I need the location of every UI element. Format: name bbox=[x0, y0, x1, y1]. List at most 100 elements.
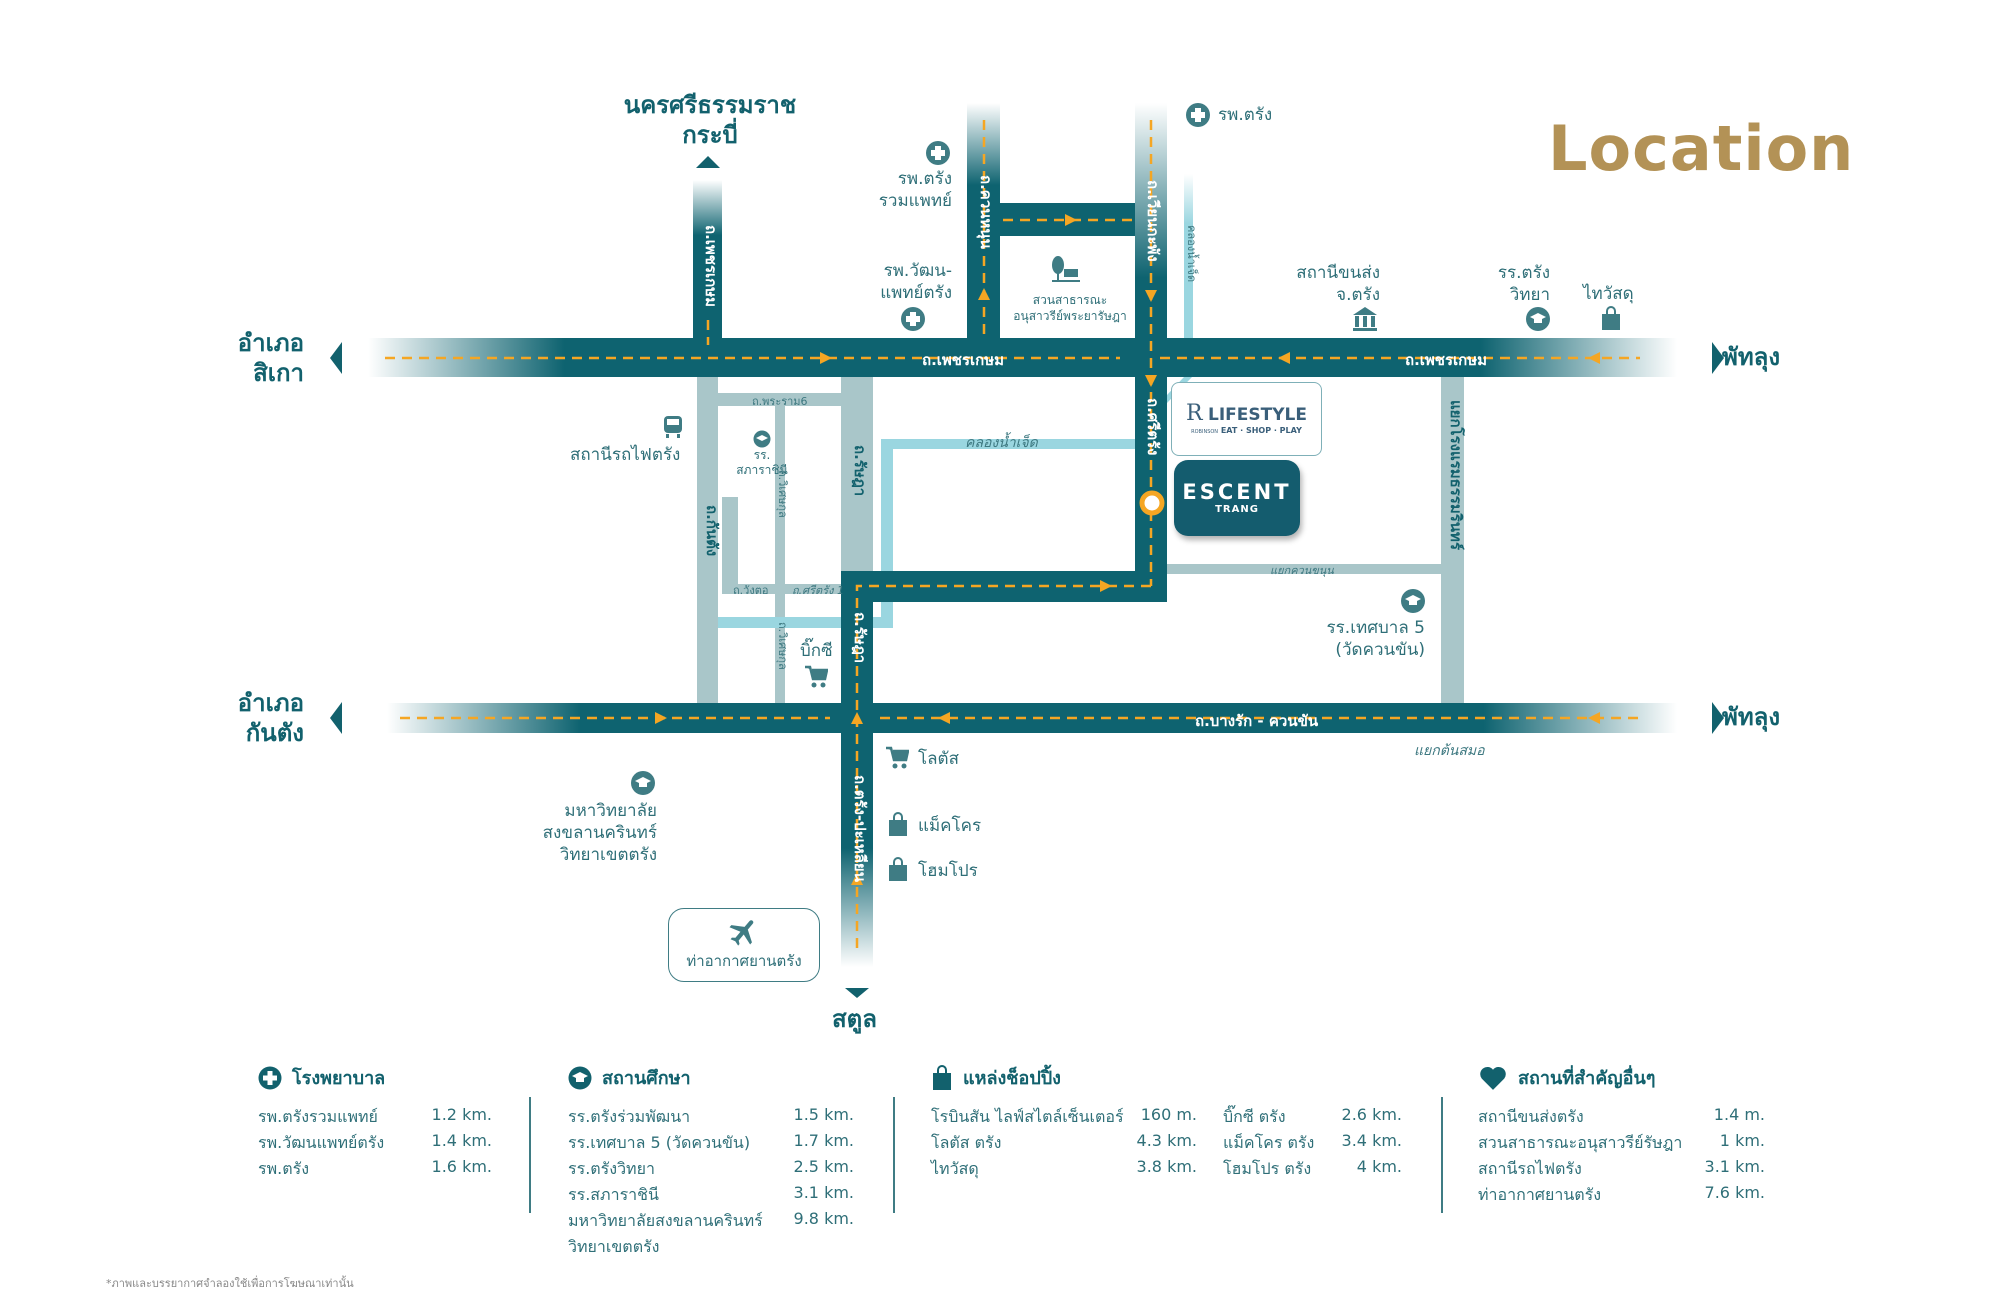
place-thaiwatsadu: ไทวัสดุ bbox=[1583, 284, 1634, 304]
minor-roads bbox=[697, 377, 1464, 703]
legend-shopping-header: แหล่งช็อปปิ้ง bbox=[931, 1063, 1061, 1092]
dest-south: สตูล bbox=[832, 1005, 877, 1033]
train-icon bbox=[664, 416, 682, 438]
robinson-lifestyle-badge: R LIFESTYLE ROBINSON EAT · SHOP · PLAY bbox=[1171, 382, 1322, 456]
hospital-icon bbox=[1186, 103, 1210, 127]
school-icon bbox=[631, 771, 655, 795]
place-hosp-ruam: รพ.ตรังรวมแพทย์ bbox=[860, 168, 952, 212]
road-label: แยกโรงแรมธรรมรินทร์ bbox=[1447, 400, 1465, 550]
legend-item-distance: 1.7 km. bbox=[793, 1131, 854, 1150]
road-label: ถ.เพชรเกษม bbox=[1405, 351, 1488, 369]
dest-east-bottom: พัทลุง bbox=[1722, 703, 1781, 731]
legend-item-distance: 3.4 km. bbox=[1341, 1131, 1402, 1150]
road-label: ถ.กันตัง bbox=[703, 505, 721, 557]
road-label: ถ.บางรัก - ควนขัน bbox=[1195, 712, 1319, 730]
project-city: TRANG bbox=[1215, 504, 1259, 515]
place-label: รวมแพทย์ bbox=[878, 191, 952, 211]
road-label: ถ.วิเศษกุล bbox=[776, 622, 789, 670]
place-label: รพ.ตรัง bbox=[897, 169, 952, 189]
place-sapharachini: รร.สภาราชินี bbox=[718, 448, 806, 478]
legend-item-name: ท่าอากาศยานตรัง bbox=[1478, 1185, 1602, 1204]
dest-north-line1: นครศรีธรรมราช bbox=[623, 91, 797, 119]
page-title: Location bbox=[1548, 112, 1855, 185]
dest-north-line2: กระบี่ bbox=[682, 121, 738, 149]
road-label: ถ.วิเศษกุล bbox=[776, 470, 789, 518]
legend-item-name: รร.สภาราชินี bbox=[568, 1185, 659, 1204]
place-label: สวนสาธารณะ bbox=[1032, 293, 1108, 307]
legend-item-name: รพ.ตรัง bbox=[258, 1159, 310, 1178]
legend-other-header: สถานที่สำคัญอื่นๆ bbox=[1478, 1063, 1655, 1092]
legend-item-distance: 1.5 km. bbox=[793, 1105, 854, 1124]
legend-item-distance: 2.6 km. bbox=[1341, 1105, 1402, 1124]
legend-item-name: รร.ตรังวิทยา bbox=[568, 1159, 655, 1178]
legend-item-distance: 160 m. bbox=[1140, 1105, 1197, 1124]
place-label: (วัดควนขัน) bbox=[1335, 640, 1425, 660]
legend-item-name: สถานีขนส่งตรัง bbox=[1478, 1107, 1584, 1126]
arrow-south bbox=[845, 988, 869, 998]
cart-icon bbox=[886, 746, 909, 769]
place-label: สงขลานครินทร์ bbox=[542, 823, 657, 843]
escent-project-badge: ESCENT TRANG bbox=[1174, 460, 1300, 536]
legend-title: แหล่งช็อปปิ้ง bbox=[963, 1068, 1061, 1089]
robinson-logo-icon: R bbox=[1186, 401, 1203, 426]
place-transport: สถานีขนส่งจ.ตรัง bbox=[1275, 262, 1380, 306]
arrow-east-top bbox=[1712, 342, 1724, 374]
school-icon bbox=[753, 430, 771, 448]
shopping-bag-icon bbox=[889, 857, 907, 881]
legend-item-distance: 1.2 km. bbox=[431, 1105, 492, 1124]
legend-item-distance: 3.1 km. bbox=[793, 1183, 854, 1202]
hospital-icon bbox=[901, 307, 925, 331]
park-icon bbox=[1052, 256, 1080, 282]
legend-item-distance: 1.6 km. bbox=[431, 1157, 492, 1176]
school-icon bbox=[1526, 307, 1550, 331]
place-trang-wittaya: รร.ตรังวิทยา bbox=[1475, 262, 1550, 306]
road-label: ถ.เวียนกะพัง bbox=[1144, 180, 1162, 262]
airport-label: ท่าอากาศยานตรัง bbox=[686, 952, 802, 970]
airplane-icon bbox=[729, 920, 754, 946]
legend-item-name: โลตัส ตรัง bbox=[931, 1133, 1002, 1152]
legend-title: สถานศึกษา bbox=[602, 1068, 691, 1089]
school-icon bbox=[1401, 589, 1425, 613]
legend-title: โรงพยาบาล bbox=[292, 1068, 386, 1089]
legend-item-name: ไทวัสดุ bbox=[931, 1159, 979, 1178]
project-location-marker bbox=[1139, 490, 1165, 516]
place-homepro: โฮมโปร bbox=[918, 861, 978, 881]
airport-badge: ท่าอากาศยานตรัง bbox=[668, 908, 820, 982]
dest-east-top: พัทลุง bbox=[1722, 343, 1781, 371]
dest-line: กันตัง bbox=[245, 719, 304, 747]
project-name: ESCENT bbox=[1182, 480, 1292, 504]
place-label: จ.ตรัง bbox=[1336, 285, 1380, 305]
legend-item-name: รร.เทศบาล 5 (วัดควนขัน) bbox=[568, 1133, 751, 1152]
place-label: สภาราชินี bbox=[736, 463, 788, 477]
legend-item-distance: 3.8 km. bbox=[1136, 1157, 1197, 1176]
legend-item-name: มหาวิทยาลัยสงขลานครินทร์ bbox=[568, 1211, 763, 1230]
place-label: แพทย์ตรัง bbox=[880, 283, 952, 303]
road-label: ถ.เพชรเกษม bbox=[702, 225, 720, 308]
road-label: ถ.รัษฎา bbox=[851, 445, 869, 497]
dest-west-bottom: อำเภอกันตัง bbox=[232, 688, 304, 748]
road-label: ถ.ควนหนุน bbox=[977, 175, 995, 249]
place-hosp-trang: รพ.ตรัง bbox=[1218, 105, 1273, 125]
legend-item-distance: 1.4 m. bbox=[1713, 1105, 1765, 1124]
legend-divider bbox=[1441, 1097, 1443, 1213]
place-label: รร.ตรัง bbox=[1497, 263, 1550, 283]
shopping-bag-icon bbox=[1602, 306, 1620, 330]
legend-item-name: แม็คโคร ตรัง bbox=[1223, 1133, 1315, 1152]
cart-icon bbox=[805, 665, 828, 688]
canal-label: คลองน้ำเจ็ด bbox=[1185, 225, 1198, 283]
place-bigc: บิ๊กซี bbox=[800, 641, 833, 661]
legend-item-name: สถานีรถไฟตรัง bbox=[1478, 1159, 1582, 1178]
legend-item-name: วิทยาเขตตรัง bbox=[568, 1237, 660, 1256]
hospital-icon bbox=[258, 1066, 282, 1089]
route-arrows bbox=[655, 214, 1600, 885]
place-park: สวนสาธารณะอนุสาวรีย์พระยารัษฎา bbox=[1005, 292, 1135, 324]
arrow-west-top bbox=[330, 342, 342, 374]
footnote: *ภาพและบรรยากาศจำลองใช้เพื่อการโฆษณาเท่า… bbox=[106, 1277, 354, 1290]
legend-item-name: สวนสาธารณะอนุสาวรีย์รัษฎา bbox=[1478, 1133, 1683, 1152]
legend-title: สถานที่สำคัญอื่นๆ bbox=[1518, 1068, 1656, 1089]
arrow-east-bottom bbox=[1712, 702, 1724, 734]
legend-item-distance: 1.4 km. bbox=[431, 1131, 492, 1150]
dest-north: นครศรีธรรมราชกระบี่ bbox=[620, 90, 800, 150]
heart-icon bbox=[1480, 1066, 1506, 1090]
